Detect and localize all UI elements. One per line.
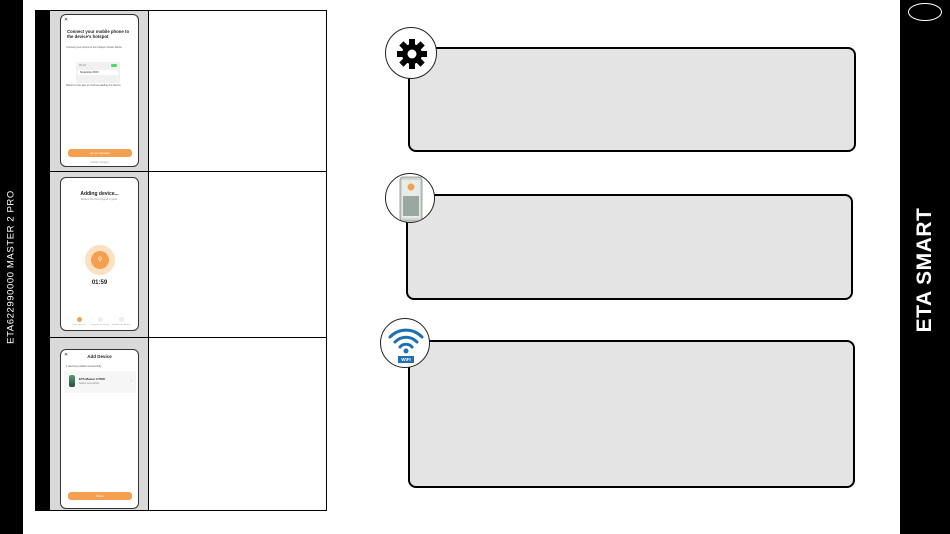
screen-title: Add Device xyxy=(87,354,112,359)
step-dot xyxy=(118,317,124,322)
row-divider xyxy=(36,337,326,338)
info-box-settings xyxy=(408,47,856,152)
phone-icon xyxy=(385,173,435,223)
vacuum-device-icon xyxy=(69,375,75,387)
found-label: 1 device(s) added successfully xyxy=(66,365,102,368)
screen-subtitle: Ensure the Wi-Fi signal is good. xyxy=(81,198,118,201)
phone-screen-hotspot: ✕ Connect your mobile phone to the devic… xyxy=(60,14,139,167)
gear-icon xyxy=(385,27,437,79)
device-name: ETA Master 2 PRO xyxy=(79,377,106,381)
info-box-wifi xyxy=(408,340,855,488)
option-text: Connect your phone to the hotspot shown … xyxy=(66,46,123,49)
model-number: ETA622990000 MASTER 2 PRO xyxy=(5,190,17,344)
wifi-label: WLAN xyxy=(79,64,86,67)
wifi-toggle xyxy=(111,64,117,67)
progress-ring: ⚲ xyxy=(85,245,115,275)
countdown-timer: 01:59 xyxy=(91,280,108,286)
row-divider xyxy=(36,171,326,172)
device-status: Added successfully xyxy=(79,382,100,385)
wifi-badge: WIFI xyxy=(401,357,411,362)
close-icon: ✕ xyxy=(64,17,69,23)
option-text: Return to the app to continue adding the… xyxy=(66,84,122,87)
wifi-icon: WIFI xyxy=(380,318,430,368)
search-icon: ⚲ xyxy=(91,251,109,269)
phone-screen-adding: Adding device... Ensure the Wi-Fi signal… xyxy=(60,177,139,331)
screen-title: Connect your mobile phone to the device'… xyxy=(67,29,130,40)
step-initialize: Initialize the device xyxy=(111,317,131,326)
wifi-settings-preview: WLAN SmartLife-XXXX xyxy=(76,62,120,83)
close-icon: ✕ xyxy=(64,352,69,358)
steps-table: ✕ Connect your mobile phone to the devic… xyxy=(35,10,327,511)
step-scan: Scan devices xyxy=(69,317,89,326)
device-card: ETA Master 2 PRO Added successfully › xyxy=(64,371,136,393)
step-number-column xyxy=(36,11,50,510)
screen-title: Adding device... xyxy=(80,191,119,197)
info-box-app xyxy=(406,194,853,300)
right-sidebar: ETA SMART xyxy=(900,0,950,534)
chevron-right-icon: › xyxy=(130,378,132,383)
brand-title: ETA SMART xyxy=(913,207,936,333)
step-dot xyxy=(97,317,103,322)
connect-button: Go to Connect xyxy=(68,149,132,157)
progress-steps: Scan devices Register on Cloud Initializ… xyxy=(69,317,131,330)
step-register: Register on Cloud xyxy=(90,317,110,326)
done-button: Done xyxy=(68,492,132,500)
confirm-hotspot-link: Confirm hotspot xyxy=(90,161,109,164)
phone-screen-add-device: ✕ Add Device 1 device(s) added successfu… xyxy=(60,349,139,509)
left-sidebar: ETA622990000 MASTER 2 PRO xyxy=(0,0,23,534)
page-number-oval xyxy=(908,3,942,21)
step-dot xyxy=(76,317,82,322)
wifi-network-name: SmartLife-XXXX xyxy=(78,70,118,75)
